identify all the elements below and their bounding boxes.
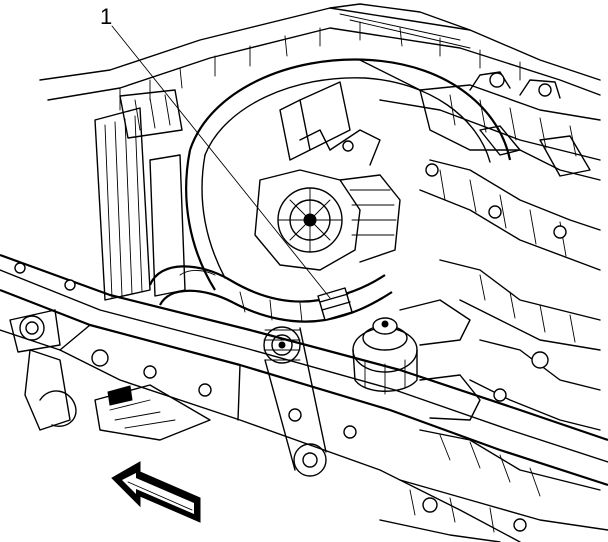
front-frame-crossmember	[0, 253, 608, 542]
callout-1-leader	[111, 25, 331, 299]
upper-radiator-hose	[148, 265, 393, 323]
lower-engine-details	[419, 259, 601, 497]
engine-intake	[359, 59, 601, 271]
radiator-core	[94, 89, 186, 301]
front-direction-arrow	[111, 461, 201, 523]
lower-frame-rail	[379, 479, 608, 542]
radiator-support	[39, 3, 601, 111]
alternator-assembly	[254, 129, 401, 271]
bumper-bracket	[24, 349, 211, 441]
callout-1-label: 1	[100, 4, 112, 29]
drive-belt-pulleys	[263, 326, 327, 477]
thermostat-housing	[352, 299, 481, 421]
fan-shroud	[185, 58, 512, 291]
